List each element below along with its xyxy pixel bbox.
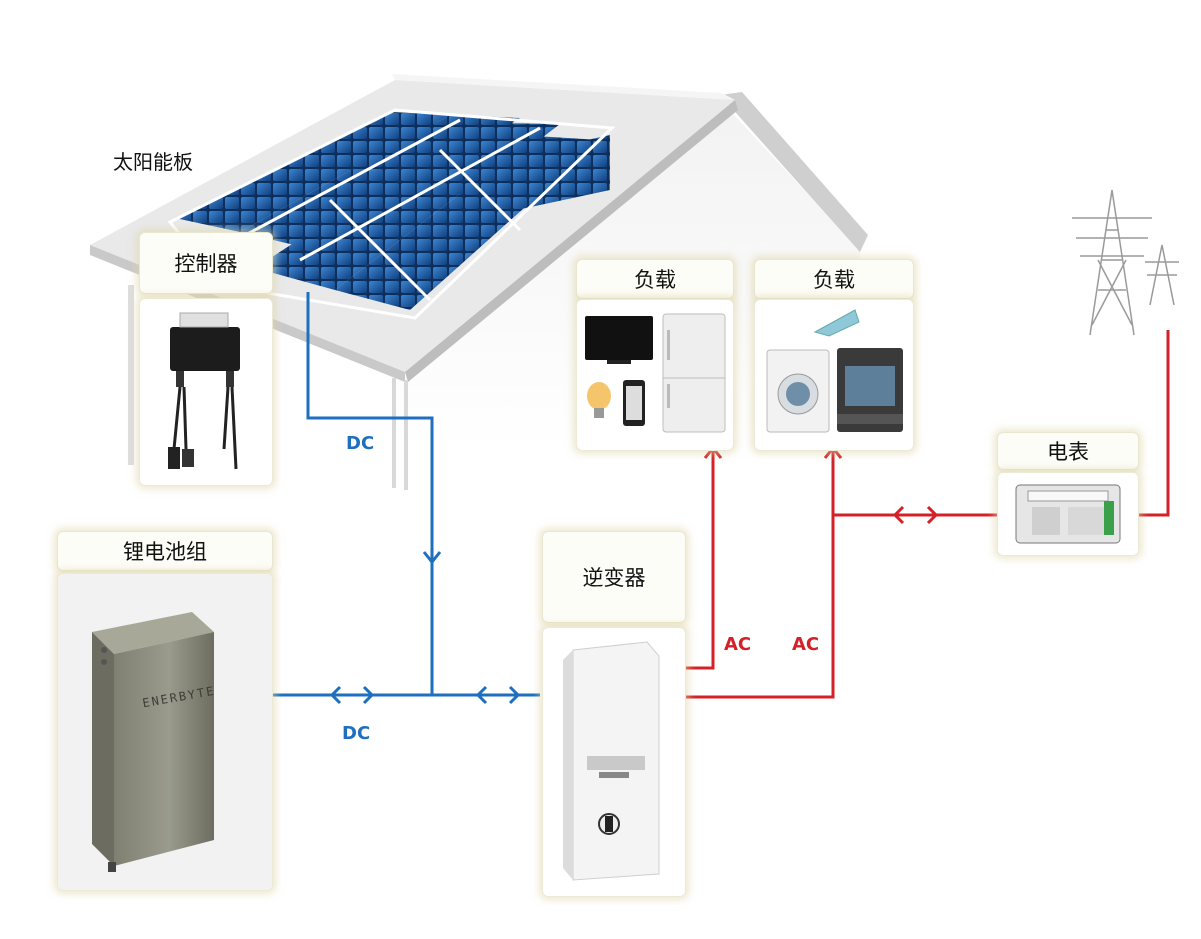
controller-image [139,298,273,486]
battery-label: 锂电池组 [57,531,273,571]
load-2-image [754,299,914,451]
meter-image [997,472,1139,556]
solar-panel-array [167,108,616,320]
controller-label: 控制器 [139,232,273,294]
power-tower-icon [1072,189,1179,336]
ac-wiring [685,330,1170,699]
dc-label-vertical: DC [346,433,375,454]
dc-wiring [272,292,540,705]
ac-label-1: AC [724,634,752,655]
dc-label-horizontal: DC [342,723,371,744]
load-1-label: 负载 [576,259,734,299]
battery-image: ENERBYTE [57,573,273,891]
load-2-label: 负载 [754,259,914,299]
solar-panel-label: 太阳能板 [113,150,193,174]
inverter-label: 逆变器 [542,531,686,623]
load-1-image [576,299,734,451]
meter-label: 电表 [997,432,1139,470]
ac-label-2: AC [792,634,820,655]
inverter-image [542,627,686,897]
